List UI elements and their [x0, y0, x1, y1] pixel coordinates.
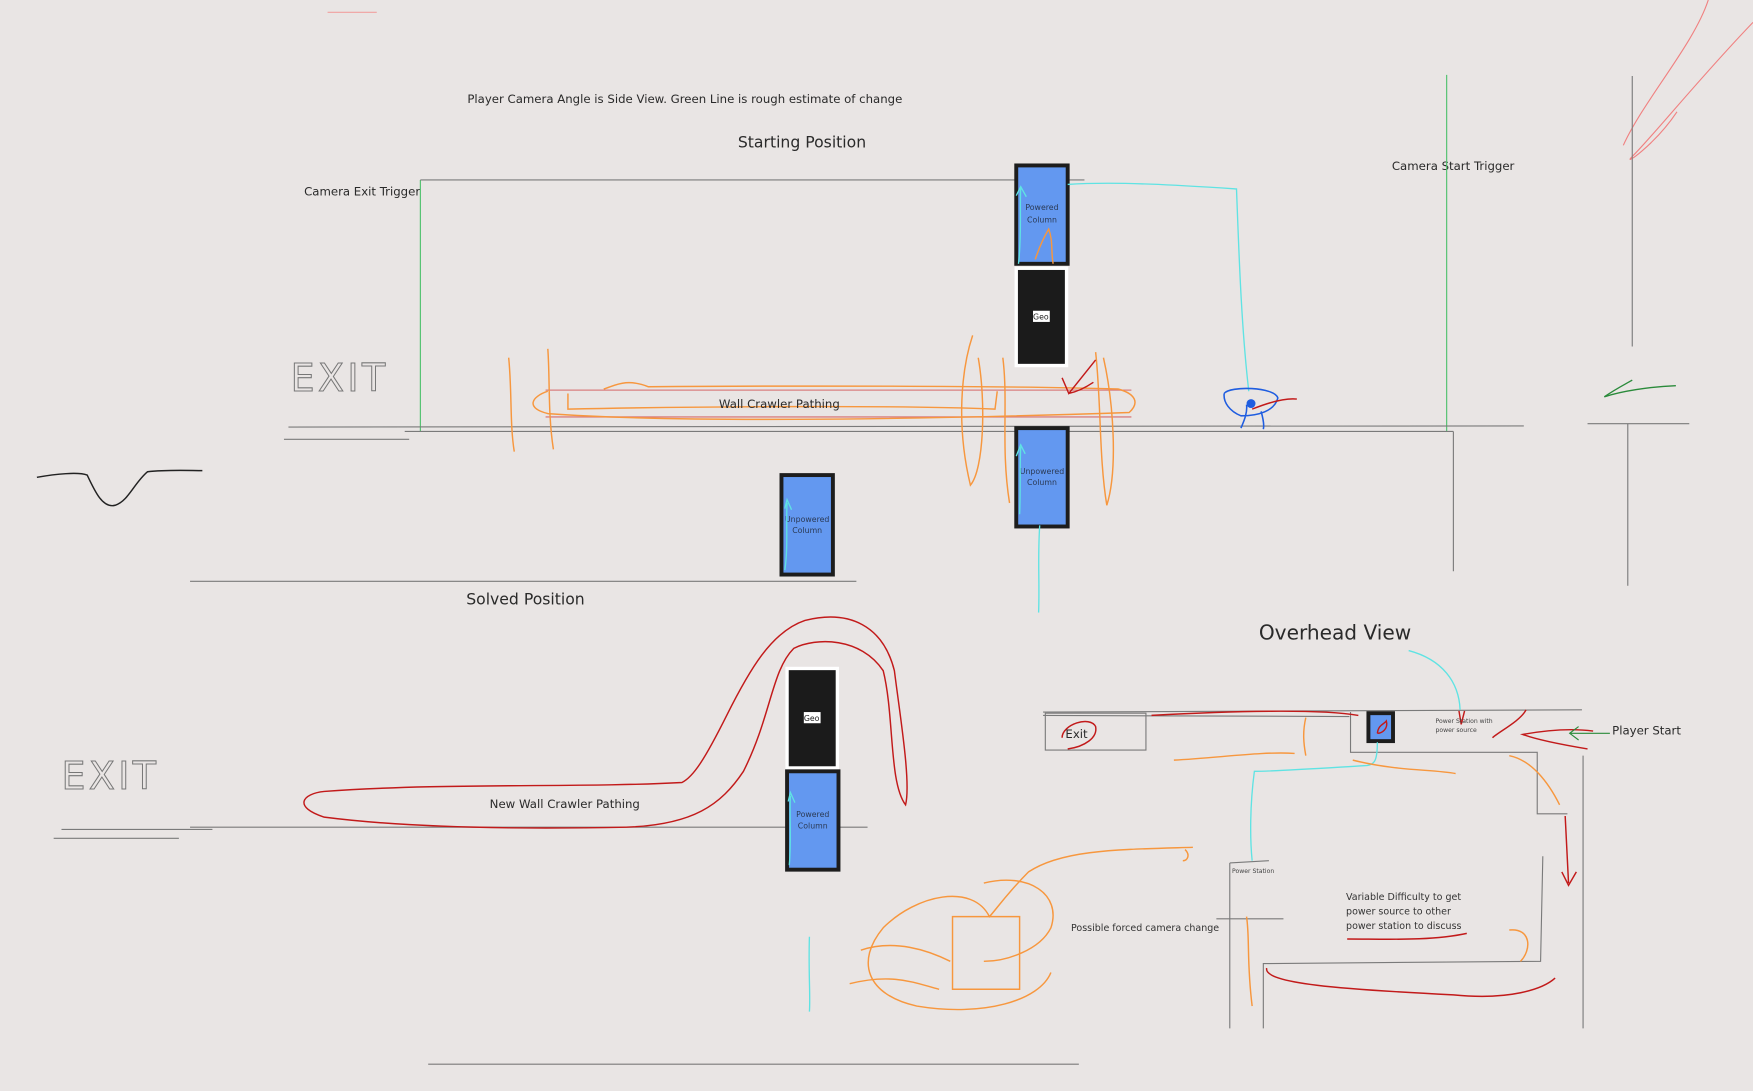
- pink-scribble: [1622, 0, 1753, 160]
- top-unpowered-column[interactable]: Unpowered Column: [1014, 426, 1070, 529]
- solved-powered-column[interactable]: Powered Column: [785, 769, 841, 872]
- solved-floor: [53, 826, 1079, 1065]
- svg-text:Powered: Powered: [1025, 203, 1058, 212]
- power-station-with-source-label: Power Station with: [1435, 718, 1492, 725]
- exit-circle: [1061, 720, 1097, 750]
- wall-crawler-path-sketch: [507, 335, 1136, 506]
- svg-text:Geo: Geo: [804, 714, 820, 723]
- overhead-cyan-path: [1250, 649, 1461, 861]
- variable-difficulty-note-2: power source to other: [1346, 906, 1451, 917]
- overhead-walls: [1043, 709, 1584, 1029]
- svg-text:Unpowered: Unpowered: [1020, 467, 1064, 476]
- mid-unpowered-column[interactable]: Unpowered Column: [779, 473, 835, 577]
- side-view-floor: [190, 76, 1690, 586]
- top-powered-column[interactable]: Powered Column: [1014, 163, 1070, 266]
- player-red-mark: [1251, 398, 1297, 410]
- overhead-exit-label: Exit: [1065, 727, 1088, 741]
- new-wall-crawler-path: [303, 616, 908, 829]
- new-wall-crawler-pathing-label: New Wall Crawler Pathing: [490, 797, 640, 811]
- column-arrows: [784, 182, 1250, 613]
- solved-column-arrow: [787, 790, 796, 866]
- player-head-icon: [1246, 399, 1256, 409]
- svg-text:Column: Column: [1027, 215, 1057, 224]
- power-station-label: Power Station: [1232, 868, 1274, 875]
- player-start-green-arrow: [1568, 726, 1610, 741]
- orange-scribble: [849, 846, 1193, 1011]
- svg-text:Geo: Geo: [1033, 313, 1049, 322]
- solved-geo-block[interactable]: Geo: [785, 666, 840, 770]
- svg-text:Column: Column: [1027, 478, 1057, 487]
- variable-difficulty-note-3: power station to discuss: [1346, 921, 1461, 932]
- camera-exit-trigger-label: Camera Exit Trigger: [304, 185, 420, 199]
- possible-forced-camera-change-label: Possible forced camera change: [1071, 923, 1219, 934]
- overhead-red-path: [1151, 709, 1594, 998]
- svg-text:Powered: Powered: [796, 810, 829, 819]
- svg-text:Column: Column: [798, 821, 828, 830]
- wall-crawler-pathing-label: Wall Crawler Pathing: [719, 397, 840, 411]
- green-arrow-scribble: [1603, 379, 1676, 398]
- overhead-orange-strokes: [1173, 717, 1561, 1007]
- header-note: Player Camera Angle is Side View. Green …: [467, 92, 902, 106]
- camera-start-trigger-label: Camera Start Trigger: [1392, 159, 1515, 173]
- exit-handwritten-bottom: EXIT: [61, 754, 159, 798]
- cyan-stroke: [808, 936, 811, 1012]
- overhead-powered-station[interactable]: [1366, 711, 1395, 744]
- power-station-with-source-label-2: power source: [1435, 727, 1476, 734]
- variable-difficulty-note: Variable Difficulty to get: [1346, 892, 1461, 903]
- exit-handwritten-top: EXIT: [291, 356, 389, 400]
- svg-text:Unpowered: Unpowered: [785, 515, 829, 524]
- player-start-label: Player Start: [1612, 723, 1681, 737]
- solved-position-title: Solved Position: [466, 590, 585, 609]
- svg-text:Column: Column: [792, 526, 822, 535]
- top-geo-block[interactable]: Geo: [1014, 266, 1069, 368]
- v-scribble: [36, 469, 203, 507]
- player-figure-icon: [1223, 387, 1279, 430]
- starting-position-title: Starting Position: [738, 133, 866, 152]
- overhead-view-title: Overhead View: [1259, 620, 1411, 644]
